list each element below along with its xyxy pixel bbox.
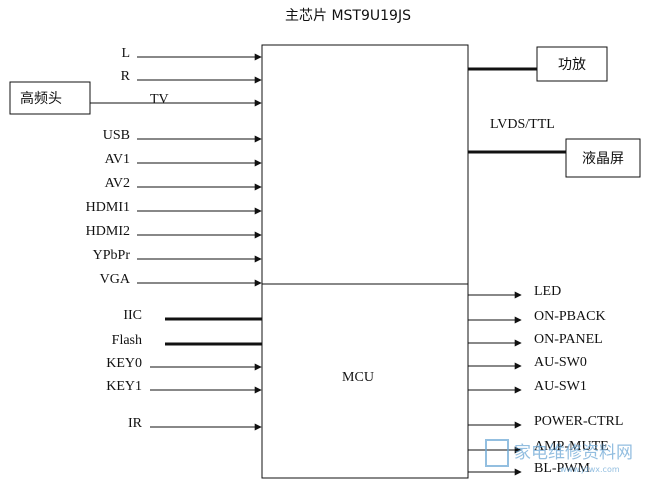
amp-label: 功放 [558, 57, 586, 73]
signal-label-on-panel: ON-PANEL [534, 332, 603, 347]
signal-label-key1: KEY1 [106, 379, 142, 394]
mcu-block [261, 283, 469, 479]
tuner-label: 高频头 [20, 90, 62, 107]
watermark-logo-icon [485, 439, 509, 467]
watermark: 家电维修资料网 www.jdwx.com [485, 439, 633, 474]
mcu-label: MCU [342, 370, 374, 385]
watermark-text: 家电维修资料网 [514, 443, 633, 463]
signal-label-hdmi2: HDMI2 [86, 224, 130, 239]
amp-box [536, 46, 608, 82]
signal-label-amp-mute: AMP-MUTE [534, 439, 609, 454]
signal-label-flash: Flash [112, 333, 142, 348]
signal-label-av2: AV2 [105, 176, 130, 191]
signal-label-led: LED [534, 284, 561, 299]
lvds-label: LVDS/TTL [490, 117, 555, 132]
signal-label-au-sw1: AU-SW1 [534, 379, 587, 394]
signal-label-r: R [121, 69, 131, 84]
signal-label-au-sw0: AU-SW0 [534, 355, 587, 370]
signal-label-usb: USB [103, 128, 130, 143]
signal-label-bl-pwm: BL-PWM [534, 461, 591, 476]
panel-box [565, 138, 641, 178]
signal-label-hdmi1: HDMI1 [86, 200, 130, 215]
signal-label-av1: AV1 [105, 152, 130, 167]
watermark-url: www.jdwx.com [560, 465, 620, 474]
signal-label-ypbpr: YPbPr [93, 248, 131, 263]
tuner-box [9, 81, 91, 115]
main-chip-block [261, 44, 469, 285]
signal-label-key0: KEY0 [106, 356, 142, 371]
signal-label-iic: IIC [123, 308, 142, 323]
chip-title: 主芯片 MST9U19JS [285, 8, 411, 24]
signal-label-ir: IR [128, 416, 143, 431]
mcu-output-signals: LED ON-PBACK ON-PANEL AU-SW0AU-SW1POWER-CTR… [468, 284, 623, 476]
signal-label-l: L [121, 46, 130, 61]
signal-label-power-ctrl: POWER-CTRL [534, 414, 623, 429]
tv-label: TV [150, 92, 169, 107]
signal-label-vga: VGA [100, 272, 131, 287]
signal-label-on-pback: ON-PBACK [534, 309, 606, 324]
panel-label: 液晶屏 [582, 151, 624, 167]
